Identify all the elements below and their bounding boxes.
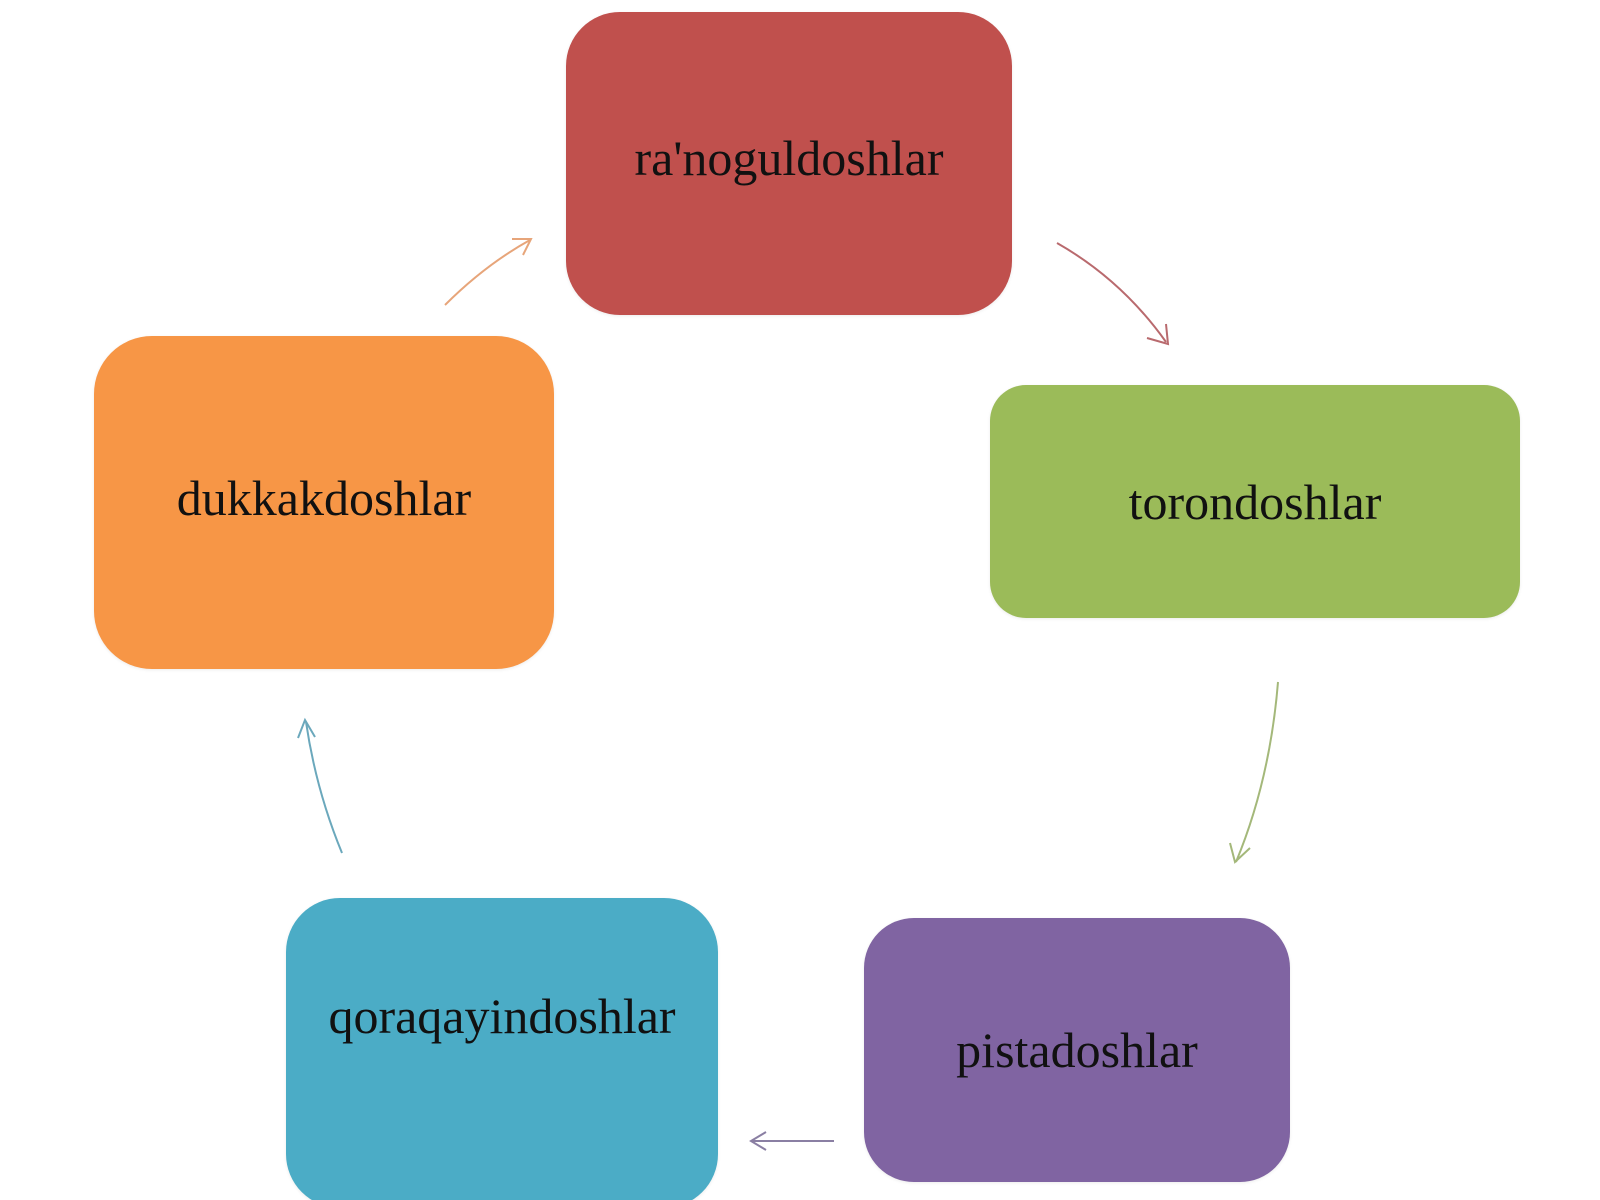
node-torondoshlar: torondoshlar bbox=[990, 385, 1520, 618]
arrow-qoraqayindoshlar-to-dukkakdoshlar bbox=[305, 721, 343, 854]
arrow-dukkakdoshlar-to-ranoguldoshlar bbox=[444, 239, 531, 306]
node-pistadoshlar: pistadoshlar bbox=[864, 918, 1290, 1182]
arrow-torondoshlar-to-pistadoshlar bbox=[1235, 681, 1279, 863]
node-label-ranoguldoshlar: ra'noguldoshlar bbox=[634, 129, 944, 186]
node-label-dukkakdoshlar: dukkakdoshlar bbox=[176, 469, 472, 526]
node-label-torondoshlar: torondoshlar bbox=[1128, 473, 1382, 530]
arrowhead-dukkakdoshlar-to-ranoguldoshlar bbox=[512, 238, 533, 256]
arrowhead-pistadoshlar-to-qoraqayindoshlar bbox=[749, 1131, 767, 1151]
node-ranoguldoshlar: ra'noguldoshlar bbox=[566, 12, 1012, 315]
arrowhead-ranoguldoshlar-to-torondoshlar bbox=[1146, 323, 1170, 346]
arrowhead-torondoshlar-to-pistadoshlar bbox=[1229, 842, 1251, 864]
arrow-ranoguldoshlar-to-torondoshlar bbox=[1056, 242, 1167, 343]
node-dukkakdoshlar: dukkakdoshlar bbox=[94, 336, 554, 669]
arrowhead-qoraqayindoshlar-to-dukkakdoshlar bbox=[297, 717, 316, 739]
node-label-qoraqayindoshlar: qoraqayindoshlar bbox=[328, 987, 676, 1044]
node-label-pistadoshlar: pistadoshlar bbox=[956, 1022, 1198, 1078]
node-qoraqayindoshlar: qoraqayindoshlar bbox=[286, 898, 718, 1200]
